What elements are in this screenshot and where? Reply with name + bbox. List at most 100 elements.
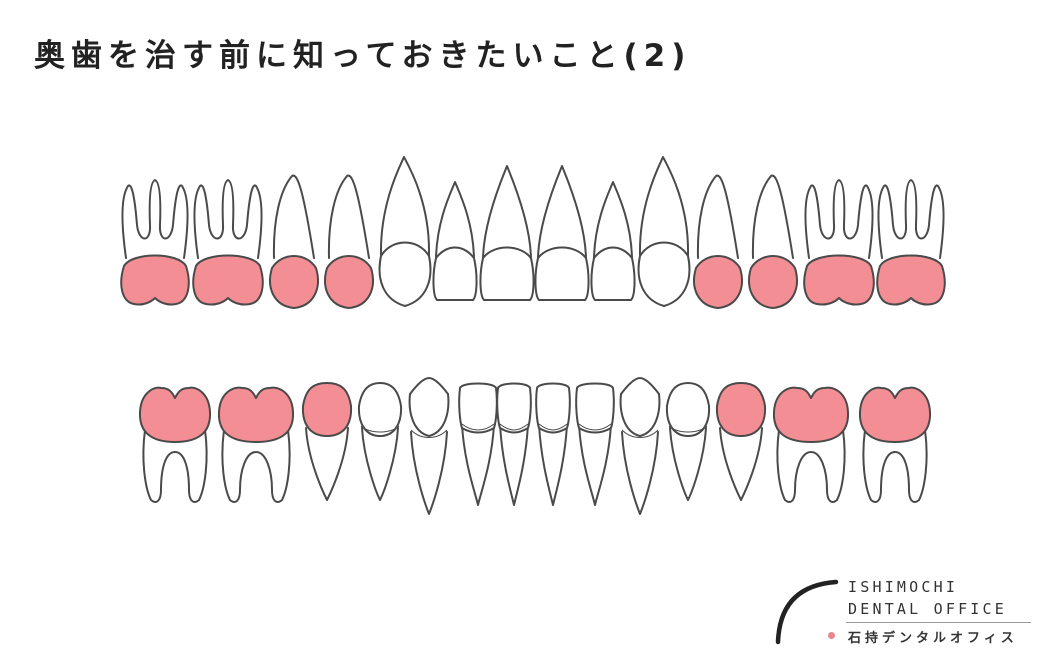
tooth-root [435, 181, 475, 259]
tooth-crown [378, 241, 432, 307]
tooth-crown [269, 255, 319, 309]
lower-tooth-1-molar [138, 386, 212, 503]
tooth-cej-line [668, 425, 708, 433]
tooth-crown [432, 246, 478, 301]
tooth-cej-line [482, 247, 532, 259]
logo-name-line2: DENTAL OFFICE [848, 600, 1007, 618]
upper-arch [120, 156, 946, 309]
tooth-cej-line [461, 423, 495, 431]
tooth-cej-line [538, 423, 568, 431]
logo-name-line1: ISHIMOCHI [848, 578, 959, 596]
tooth-crown [803, 254, 875, 306]
lower-tooth-9-incisor [575, 382, 615, 506]
lower-tooth-12-premolar [715, 382, 767, 501]
tooth-root [272, 174, 315, 259]
tooth-crown [458, 382, 498, 434]
upper-tooth-11-premolar [693, 174, 743, 309]
tooth-crown [324, 255, 374, 309]
tooth-crown [217, 386, 295, 443]
tooth-root [593, 181, 633, 259]
upper-tooth-4-premolar [324, 174, 374, 309]
tooth-cej-line [435, 247, 475, 259]
tooth-crown [575, 382, 615, 434]
tooth-cej-line [410, 429, 448, 438]
upper-tooth-6-incisor [432, 181, 478, 301]
upper-tooth-2-molar [192, 179, 264, 306]
tooth-crown [301, 382, 353, 437]
tooth-cej-line [380, 242, 430, 257]
tooth-root [804, 179, 874, 259]
tooth-crown [637, 241, 691, 307]
logo-arc-icon [775, 579, 839, 645]
tooth-root [862, 429, 928, 503]
tooth-crown [138, 386, 212, 443]
tooth-crown [535, 382, 571, 434]
lower-tooth-3-premolar [301, 382, 353, 501]
lower-tooth-6-incisor [458, 382, 498, 506]
tooth-crown [693, 255, 743, 309]
upper-tooth-8-incisor [534, 165, 590, 301]
tooth-root [379, 156, 431, 256]
tooth-root [482, 165, 532, 259]
logo-divider [846, 622, 1031, 623]
tooth-cej-line [537, 247, 587, 259]
upper-tooth-10-canine [637, 156, 691, 307]
tooth-crown [192, 254, 264, 306]
upper-tooth-14-molar [876, 179, 946, 306]
tooth-cej-line [578, 423, 612, 431]
tooth-root [537, 165, 587, 259]
tooth-root [696, 174, 739, 259]
tooth-cej-line [360, 425, 400, 433]
tooth-root [121, 179, 189, 259]
clinic-logo: ISHIMOCHI DENTAL OFFICE 石持デンタルオフィス [772, 572, 1062, 672]
tooth-cej-line [621, 429, 659, 438]
lower-tooth-10-canine [619, 377, 661, 515]
upper-tooth-1-molar [120, 179, 190, 306]
lower-tooth-13-molar [772, 386, 850, 503]
tooth-root [499, 423, 529, 506]
tooth-crown [496, 382, 532, 434]
page-title: 奥歯を治す前に知っておきたいこと(2) [34, 38, 692, 74]
tooth-crown [357, 382, 403, 437]
tooth-root [221, 429, 291, 503]
tooth-root [638, 156, 690, 256]
tooth-root [361, 427, 399, 501]
tooth-cej-line [499, 423, 529, 431]
tooth-cej-line [593, 247, 633, 259]
tooth-root [538, 423, 568, 506]
tooth-root [327, 174, 370, 259]
upper-tooth-3-premolar [269, 174, 319, 309]
tooth-root [877, 179, 945, 259]
tooth-cej-line [639, 242, 689, 257]
lower-tooth-8-incisor [535, 382, 571, 506]
upper-tooth-7-incisor [479, 165, 535, 301]
tooth-crown [619, 377, 661, 437]
tooth-root [410, 431, 448, 515]
tooth-crown [590, 246, 636, 301]
upper-tooth-12-premolar [748, 174, 798, 309]
tooth-root [142, 429, 208, 503]
tooth-crown [858, 386, 932, 443]
tooth-root [751, 174, 794, 259]
lower-tooth-11-premolar [665, 382, 711, 501]
tooth-crown [665, 382, 711, 437]
lower-tooth-5-canine [408, 377, 450, 515]
lower-tooth-7-incisor [496, 382, 532, 506]
tooth-crown [479, 246, 535, 301]
tooth-root [776, 429, 846, 503]
lower-tooth-4-premolar [357, 382, 403, 501]
tooth-root [305, 427, 349, 501]
tooth-root [193, 179, 263, 259]
upper-tooth-5-canine [378, 156, 432, 307]
tooth-root [461, 423, 495, 506]
tooth-crown [120, 254, 190, 306]
tooth-crown [534, 246, 590, 301]
logo-name-japanese: 石持デンタルオフィス [848, 631, 1018, 646]
upper-tooth-13-molar [803, 179, 875, 306]
tooth-root [669, 427, 707, 501]
tooth-root [621, 431, 659, 515]
tooth-crown [408, 377, 450, 437]
logo-dot-icon [828, 632, 835, 639]
lower-tooth-2-molar [217, 386, 295, 503]
